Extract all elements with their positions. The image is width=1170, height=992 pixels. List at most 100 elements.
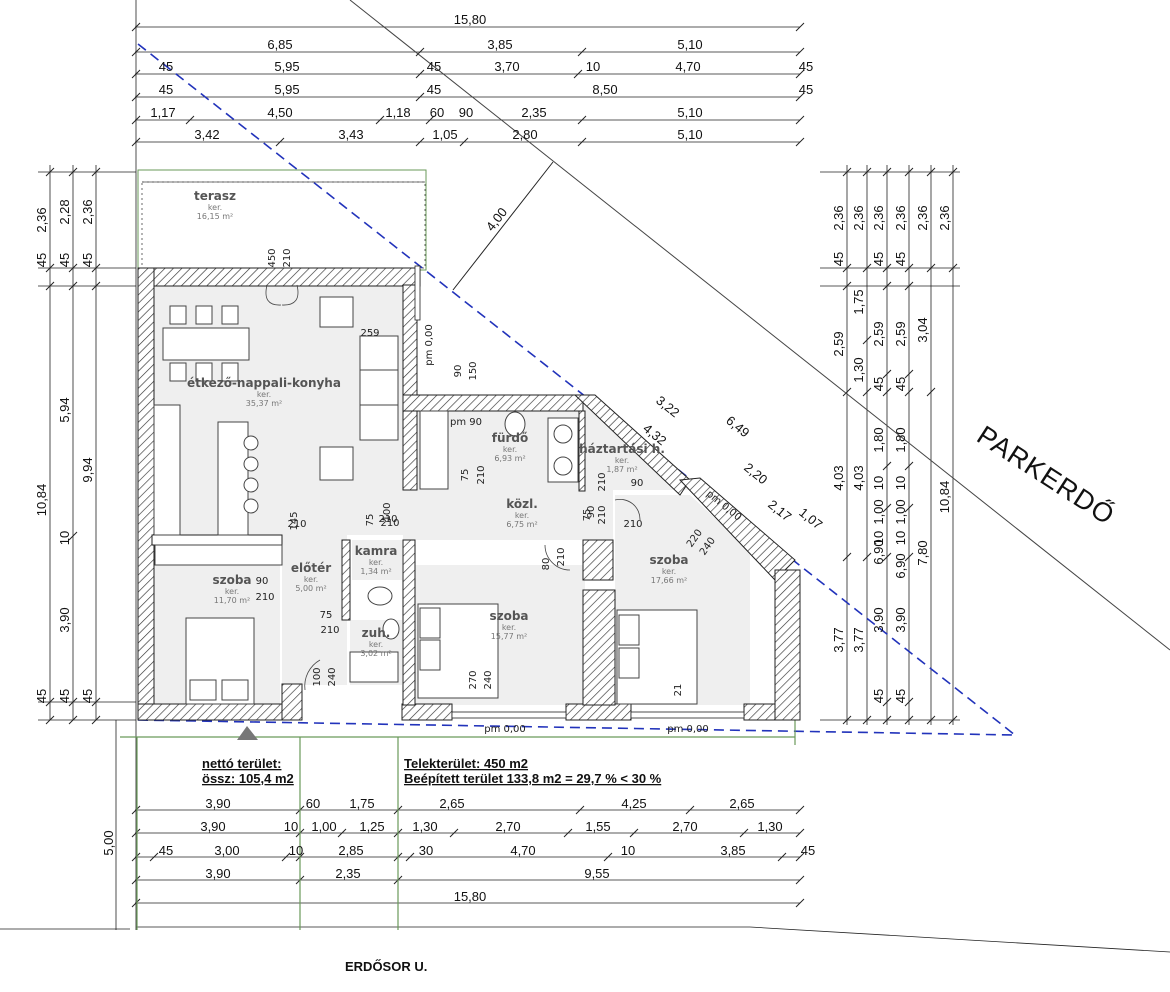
bottom-dim-label: 3,90 bbox=[205, 866, 230, 881]
opening-label: 75 bbox=[460, 469, 471, 482]
right-dim-label: 6,90 bbox=[893, 553, 908, 578]
room-area-label: 15,77 m² bbox=[491, 632, 527, 641]
room-area-label: 5,00 m² bbox=[295, 584, 326, 593]
opening-label: pm 0,00 bbox=[484, 724, 526, 735]
top-dim-label: 3,85 bbox=[487, 37, 512, 52]
door-arcs bbox=[265, 284, 641, 691]
top-dim-label: 5,95 bbox=[274, 82, 299, 97]
top-dim-label: 10 bbox=[586, 59, 600, 74]
opening-label: 90 bbox=[453, 365, 464, 378]
opening-label: 210 bbox=[255, 592, 274, 603]
bottom-dim-label: 1,55 bbox=[585, 819, 610, 834]
top-dim-label: 5,10 bbox=[677, 105, 702, 120]
room-area-label: 11,70 m² bbox=[214, 596, 250, 605]
diagonal-dim-label: 4,00 bbox=[483, 205, 510, 234]
top-dim-label: 90 bbox=[459, 105, 473, 120]
opening-label: 75 bbox=[320, 610, 333, 621]
room-sub-label: ker. bbox=[369, 640, 383, 649]
room-sub-label: ker. bbox=[257, 390, 271, 399]
room-name-label: terasz bbox=[194, 189, 236, 203]
room-area-label: 6,93 m² bbox=[494, 454, 525, 463]
property-boundaries bbox=[120, 0, 1170, 930]
room-name-label: szoba bbox=[489, 609, 528, 623]
right-dim-label: 45 bbox=[893, 689, 908, 703]
room-sub-label: ker. bbox=[225, 587, 239, 596]
right-dimension-texts: 2,36452,594,033,772,361,751,304,033,772,… bbox=[831, 205, 952, 703]
opening-label: 210 bbox=[282, 248, 293, 267]
left-dim-label: 45 bbox=[34, 253, 49, 267]
top-dim-label: 45 bbox=[799, 82, 813, 97]
opening-label: 210 bbox=[320, 625, 339, 636]
right-dim-label: 45 bbox=[893, 252, 908, 266]
right-dim-label: 3,04 bbox=[915, 317, 930, 342]
top-dim-label: 3,43 bbox=[338, 127, 363, 142]
bottom-dim-label: 60 bbox=[306, 796, 320, 811]
room-sub-label: ker. bbox=[615, 456, 629, 465]
opening-label: 210 bbox=[597, 472, 608, 491]
street-label: ERDŐSOR U. bbox=[345, 959, 427, 974]
opening-label: 259 bbox=[360, 328, 379, 339]
opening-label: 210 bbox=[623, 519, 642, 530]
bottom-dim-label: 15,80 bbox=[454, 889, 487, 904]
left-dim-label: 45 bbox=[80, 253, 95, 267]
bottom-left-dim: 5,00 bbox=[101, 830, 116, 855]
top-dim-label: 5,10 bbox=[677, 127, 702, 142]
dimension-ticks bbox=[45, 22, 958, 908]
top-dim-label: 45 bbox=[159, 59, 173, 74]
top-dim-label: 1,17 bbox=[150, 105, 175, 120]
top-dim-label: 2,80 bbox=[512, 127, 537, 142]
room-name-label: fürdő bbox=[492, 431, 529, 445]
right-dim-label: 45 bbox=[871, 252, 886, 266]
plot-area: Telekterület: 450 m2 bbox=[404, 756, 528, 771]
room-name-label: háztartási h. bbox=[579, 442, 665, 456]
right-dim-label: 3,90 bbox=[893, 607, 908, 632]
bottom-dim-label: 1,30 bbox=[412, 819, 437, 834]
bottom-dim-label: 2,70 bbox=[672, 819, 697, 834]
diagonal-dim-label: 1,07 bbox=[796, 505, 825, 533]
top-dim-label: 45 bbox=[427, 82, 441, 97]
top-dim-label: 4,50 bbox=[267, 105, 292, 120]
right-dim-label: 1,30 bbox=[851, 357, 866, 382]
right-dim-label: 10 bbox=[893, 476, 908, 490]
diagonal-dim-label: 2,17 bbox=[765, 497, 794, 525]
bottom-dim-label: 10 bbox=[289, 843, 303, 858]
opening-label: 145 bbox=[289, 511, 300, 530]
opening-label: 240 bbox=[483, 670, 494, 689]
room-name-label: közl. bbox=[506, 497, 538, 511]
bottom-dim-label: 1,25 bbox=[359, 819, 384, 834]
net-area-total: össz: 105,4 m2 bbox=[202, 771, 294, 786]
room-area-label: 3,02 m² bbox=[360, 649, 391, 658]
left-dim-label: 45 bbox=[57, 689, 72, 703]
parkerdo-label: PARKERDŐ bbox=[972, 419, 1121, 531]
left-dim-label: 2,28 bbox=[57, 199, 72, 224]
top-dim-label: 5,95 bbox=[274, 59, 299, 74]
bottom-dim-label: 3,00 bbox=[214, 843, 239, 858]
opening-label: 80 bbox=[541, 558, 552, 571]
opening-label: 210 bbox=[378, 514, 397, 525]
opening-label: pm 0,00 bbox=[667, 724, 709, 735]
bottom-dim-label: 1,00 bbox=[311, 819, 336, 834]
bottom-dim-label: 10 bbox=[284, 819, 298, 834]
room-sub-label: ker. bbox=[515, 511, 529, 520]
right-dim-label: 45 bbox=[871, 377, 886, 391]
room-name-label: előtér bbox=[291, 561, 331, 575]
diagonal-dim-label: 2,20 bbox=[741, 460, 770, 488]
room-area-label: 6,75 m² bbox=[506, 520, 537, 529]
left-dim-label: 45 bbox=[34, 689, 49, 703]
opening-label: 150 bbox=[468, 361, 479, 380]
top-dim-label: 45 bbox=[427, 59, 441, 74]
bottom-dim-label: 2,35 bbox=[335, 866, 360, 881]
top-dim-label: 4,70 bbox=[675, 59, 700, 74]
opening-label: 240 bbox=[327, 667, 338, 686]
right-dim-label: 2,36 bbox=[871, 205, 886, 230]
room-name-label: kamra bbox=[355, 544, 398, 558]
windows bbox=[414, 265, 745, 719]
room-name-label: zuh. bbox=[362, 626, 391, 640]
bottom-dim-label: 2,85 bbox=[338, 843, 363, 858]
right-dim-label: 45 bbox=[831, 252, 846, 266]
right-dim-label: 3,77 bbox=[851, 627, 866, 652]
room-area-label: 1,87 m² bbox=[606, 465, 637, 474]
net-area-title: nettó terület: bbox=[202, 756, 281, 771]
opening-label: 21 bbox=[673, 684, 684, 697]
